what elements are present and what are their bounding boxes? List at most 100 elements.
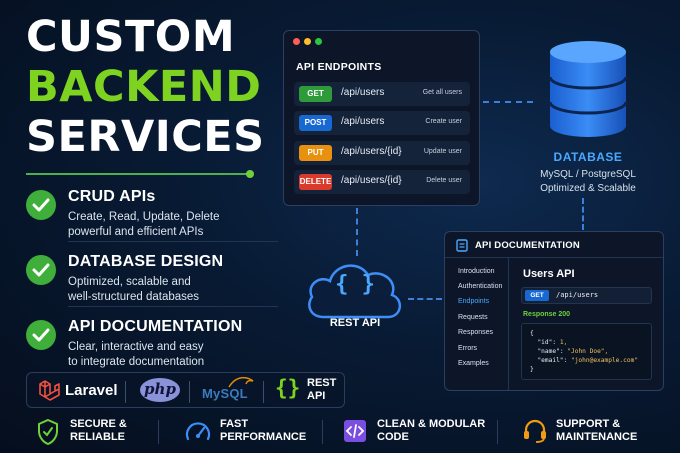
shield-check-icon: [38, 418, 58, 446]
feature-title: API DOCUMENTATION: [68, 318, 243, 335]
endpoint-row[interactable]: PUT /api/users/{id} Update user: [294, 141, 470, 165]
code-line: }: [530, 366, 534, 373]
headline-line-2: BACKEND: [26, 62, 262, 112]
endpoint-path: /api/users/{id}: [341, 175, 402, 186]
code-line: {: [530, 330, 534, 337]
bottom-divider: [158, 420, 159, 444]
tech-divider: [125, 381, 126, 403]
braces-icon: {}: [275, 376, 301, 400]
window-title: API DOCUMENTATION: [475, 240, 580, 251]
rest-cloud-icon: [308, 264, 401, 319]
php-label: php: [144, 380, 176, 398]
php-logo-icon: [140, 378, 180, 402]
endpoint-path: /api/users: [341, 87, 385, 98]
method-badge: DELETE: [299, 174, 332, 190]
feature-title: CRUD APIs: [68, 188, 156, 205]
mysql-dolphin-icon: [228, 376, 254, 388]
endpoint-desc: Get all users: [422, 89, 462, 96]
doc-endpoint-row[interactable]: GET /api/users: [521, 287, 652, 304]
bottom-support: SUPPORT &MAINTENANCE: [522, 418, 662, 448]
nav-divider: [508, 258, 509, 390]
rest-api-label: REST API: [329, 317, 381, 329]
endpoint-path: /api/users: [341, 116, 385, 127]
title-divider: [445, 257, 663, 258]
headline-line-3: SERVICES: [26, 112, 265, 162]
endpoint-desc: Delete user: [426, 177, 462, 184]
endpoint-path: /api/users/{id}: [341, 146, 402, 157]
connector-database-docs: [582, 198, 584, 230]
method-badge: PUT: [299, 145, 332, 161]
code-line: "email": "john@example.com": [537, 357, 639, 364]
method-badge: GET: [299, 86, 332, 102]
feature-api-documentation: API DOCUMENTATION Clear, interactive and…: [26, 316, 276, 378]
doc-nav-responses[interactable]: Responses: [458, 329, 494, 336]
doc-nav-errors[interactable]: Errors: [458, 345, 478, 352]
check-circle-icon: [26, 255, 56, 285]
document-icon: [456, 239, 468, 252]
database-label: DATABASE: [553, 150, 623, 164]
tech-divider: [189, 381, 190, 403]
bottom-label: SECURE &RELIABLE: [70, 418, 127, 443]
connector-endpoints-database: [483, 101, 533, 103]
window-minimize-dot[interactable]: [304, 38, 311, 45]
laravel-label: Laravel: [65, 382, 118, 399]
code-line: "name": "John Doe",: [537, 348, 609, 355]
method-badge: POST: [299, 115, 332, 131]
doc-nav-requests[interactable]: Requests: [458, 314, 488, 321]
doc-nav-endpoints[interactable]: Endpoints: [458, 298, 490, 305]
endpoint-desc: Update user: [423, 148, 462, 155]
bottom-divider: [497, 420, 498, 444]
bottom-divider: [322, 420, 323, 444]
headline-line-1: CUSTOM: [26, 12, 236, 62]
headset-icon: [524, 419, 546, 443]
response-code-block: { "id": 1, "name": "John Doe", "email": …: [521, 323, 652, 380]
window-maximize-dot[interactable]: [315, 38, 322, 45]
headline-underline-dot: [246, 170, 254, 178]
headline-underline: [26, 173, 248, 175]
doc-section-title: Users API: [523, 268, 575, 280]
api-endpoints-window: API ENDPOINTS GET /api/users Get all use…: [283, 30, 480, 206]
doc-nav-examples[interactable]: Examples: [458, 360, 489, 367]
speedometer-icon: [185, 422, 211, 441]
bottom-label: SUPPORT &MAINTENANCE: [556, 418, 638, 443]
connector-endpoints-rest: [356, 208, 358, 256]
api-docs-window: API DOCUMENTATION Introduction Authentic…: [444, 231, 664, 391]
code-line: "id": 1,: [537, 339, 568, 346]
bottom-secure: SECURE &RELIABLE: [36, 418, 156, 448]
window-title: API ENDPOINTS: [296, 61, 382, 73]
doc-nav-introduction[interactable]: Introduction: [458, 268, 495, 275]
window-close-dot[interactable]: [293, 38, 300, 45]
response-status: Response 200: [523, 311, 571, 318]
tech-divider: [263, 381, 264, 403]
code-icon: [344, 420, 366, 442]
doc-endpoint-path: /api/users: [556, 291, 599, 299]
laravel-logo-icon: [39, 380, 60, 401]
endpoint-row[interactable]: DELETE /api/users/{id} Delete user: [294, 170, 470, 194]
doc-nav-authentication[interactable]: Authentication: [458, 283, 503, 290]
connector-rest-docs: [408, 298, 442, 300]
endpoint-row[interactable]: GET /api/users Get all users: [294, 82, 470, 106]
check-circle-icon: [26, 320, 56, 350]
endpoint-row[interactable]: POST /api/users Create user: [294, 111, 470, 135]
rest-braces-icon: { }: [335, 272, 375, 297]
feature-divider: [68, 306, 278, 307]
mysql-label: MySQL: [202, 386, 248, 401]
database-icon: [548, 41, 628, 137]
method-badge: GET: [525, 290, 549, 301]
feature-divider: [68, 241, 278, 242]
check-circle-icon: [26, 190, 56, 220]
endpoint-desc: Create user: [425, 118, 462, 125]
feature-title: DATABASE DESIGN: [68, 253, 224, 270]
